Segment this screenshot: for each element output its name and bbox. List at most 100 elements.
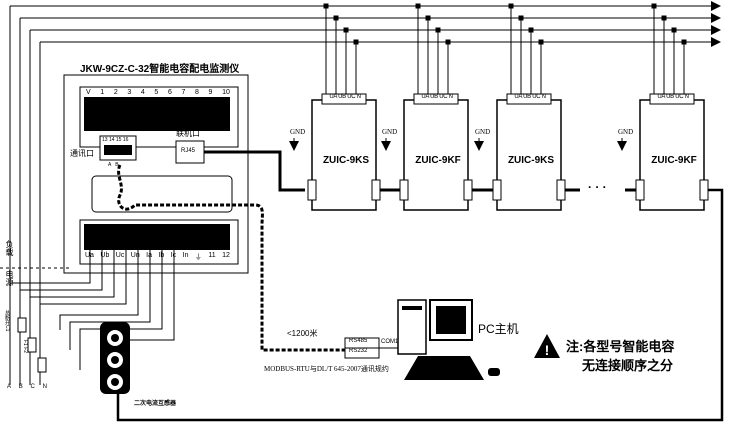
junction-dot bbox=[435, 27, 441, 33]
terminal-label: V bbox=[86, 89, 91, 96]
source-label: 电源 bbox=[5, 270, 14, 286]
junction-dot bbox=[323, 3, 329, 9]
junction-dot bbox=[415, 3, 421, 9]
rs485-converter bbox=[344, 337, 410, 359]
phase-label: N bbox=[42, 384, 47, 390]
terminal-label: 4 bbox=[140, 89, 145, 96]
terminal-label: In bbox=[182, 252, 189, 259]
terminal-label: Ua bbox=[85, 252, 94, 259]
module-rj45-port bbox=[556, 179, 566, 201]
module-pin-block bbox=[321, 93, 367, 105]
load-label: 负载 bbox=[5, 240, 14, 256]
terminal-label: 12 bbox=[222, 252, 230, 259]
module-rj45-port bbox=[463, 179, 473, 201]
terminal-label: Ib bbox=[158, 252, 165, 259]
module-body bbox=[639, 99, 705, 211]
terminal-label: 3 bbox=[127, 89, 132, 96]
rs232-label: RS232 bbox=[349, 348, 368, 354]
terminal-label: 10 bbox=[222, 89, 230, 96]
ct-label: 二次电流互感器 bbox=[134, 401, 177, 407]
module-pin-block bbox=[413, 93, 459, 105]
junction-dot bbox=[425, 15, 431, 21]
rs485-label: RS485 bbox=[349, 338, 368, 344]
module-rj45-port bbox=[371, 179, 381, 201]
module-model-name: ZUIC-9KF bbox=[415, 155, 461, 166]
comm-port-label: 通讯口 bbox=[70, 149, 94, 158]
terminal-label: Ub bbox=[100, 252, 110, 259]
module-body bbox=[311, 99, 377, 211]
module-model-name: ZUIC-9KS bbox=[322, 155, 370, 166]
module-gnd-label: GND bbox=[618, 128, 634, 136]
junction-dot bbox=[333, 15, 339, 21]
svg-text:!: ! bbox=[545, 342, 550, 358]
module-gnd-label: GND bbox=[475, 128, 491, 136]
module-rj45-port bbox=[399, 179, 409, 201]
module-body bbox=[403, 99, 469, 211]
module-rj45-port bbox=[307, 179, 317, 201]
terminal-label: 8 bbox=[195, 89, 199, 96]
chain-dots: · · · bbox=[588, 180, 607, 194]
meter-device bbox=[63, 74, 249, 274]
terminal-label: 1 bbox=[100, 89, 105, 96]
fuse-label: F1 F2 bbox=[22, 340, 28, 354]
pc-label: PC主机 bbox=[478, 322, 519, 336]
module-pin-labels: UA UB UC N bbox=[657, 94, 689, 100]
note-line-1: 注:各型号智能电容 bbox=[566, 339, 675, 354]
phase-label: A bbox=[7, 384, 12, 390]
link-port-label: 联机口 bbox=[176, 129, 200, 138]
module-model-name: ZUIC-9KS bbox=[507, 155, 555, 166]
fuses bbox=[17, 317, 47, 373]
junction-dot bbox=[528, 27, 534, 33]
module-gnd-label: GND bbox=[382, 128, 398, 136]
comm-ab-label: A B bbox=[108, 162, 119, 168]
terminal-label: 2 bbox=[113, 89, 118, 96]
top-terminal-labels: V 1 2 3 4 5 6 7 8 9 10 bbox=[86, 89, 230, 96]
terminal-label: 7 bbox=[181, 89, 186, 96]
junction-dot bbox=[518, 15, 524, 21]
terminal-label: 11 bbox=[208, 252, 216, 259]
module-pin-labels: UA UB UC N bbox=[329, 94, 361, 100]
terminal-label: Ia bbox=[146, 252, 153, 259]
phase-label: B bbox=[18, 384, 23, 390]
phase-labels: A B C N bbox=[7, 384, 47, 390]
junction-dot bbox=[651, 3, 657, 9]
terminal-label: Uc bbox=[115, 252, 125, 259]
module-pin-labels: UA UB UC N bbox=[421, 94, 453, 100]
meter-title: JKW-9CZ-C-32智能电容配电监测仪 bbox=[80, 64, 240, 75]
junction-dot bbox=[445, 39, 451, 45]
module-gnd-label: GND bbox=[290, 128, 306, 136]
junction-dot bbox=[671, 27, 677, 33]
bottom-terminal-labels: Ua Ub Uc Un Ia Ib Ic In ⏚ 11 12 bbox=[85, 252, 230, 262]
pc-computer bbox=[397, 299, 500, 380]
ground-icon: ⏚ bbox=[194, 254, 202, 261]
terminal-label: 5 bbox=[154, 89, 159, 96]
module-rj45-port bbox=[492, 179, 502, 201]
junction-dot bbox=[681, 39, 687, 45]
com1-label: COM1 bbox=[381, 339, 399, 345]
phase-label: C bbox=[30, 384, 35, 390]
module-model-name: ZUIC-9KF bbox=[651, 155, 697, 166]
bus-lines bbox=[9, 1, 721, 385]
junction-dot bbox=[508, 3, 514, 9]
terminal-label: 6 bbox=[167, 89, 172, 96]
terminal-label: Ic bbox=[170, 252, 177, 259]
comm-pins-label: 13 14 15 16 bbox=[102, 137, 129, 143]
breaker-label: 总断开C1 bbox=[4, 310, 10, 332]
module-pin-block bbox=[506, 93, 552, 105]
meter-rj45-label: RJ45 bbox=[181, 148, 196, 154]
junction-dot bbox=[343, 27, 349, 33]
protocol-label: MODBUS-RTU与DL/T 645-2007通讯规约 bbox=[264, 365, 389, 373]
rs485-cable bbox=[117, 164, 345, 352]
warning-icon: ! bbox=[534, 334, 560, 358]
junction-dot bbox=[353, 39, 359, 45]
junction-dot bbox=[661, 15, 667, 21]
module-rj45-port bbox=[699, 179, 709, 201]
terminal-label: 9 bbox=[208, 89, 213, 96]
terminal-label: Un bbox=[130, 252, 140, 259]
module-pin-labels: UA UB UC N bbox=[514, 94, 546, 100]
cable-length-label: <1200米 bbox=[287, 329, 318, 338]
module-rj45-port bbox=[635, 179, 645, 201]
module-pin-block bbox=[649, 93, 695, 105]
junction-dot bbox=[538, 39, 544, 45]
